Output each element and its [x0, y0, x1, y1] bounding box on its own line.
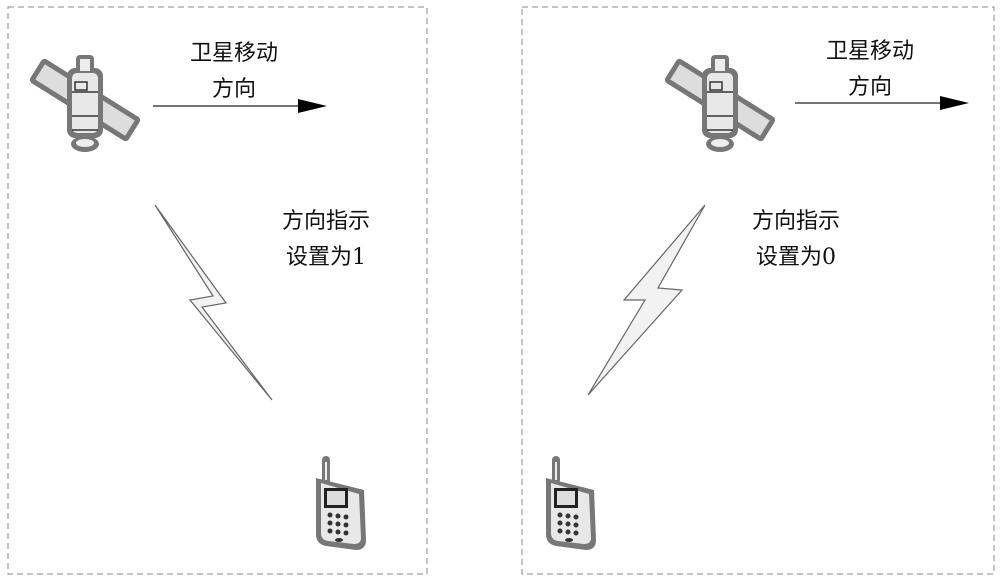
- motion-label-line1: 卫星移动: [189, 41, 279, 66]
- direction-indicator-label: 方向指示 设置为0: [752, 204, 840, 276]
- right-panel-border: [521, 6, 995, 575]
- satellite-icon: [662, 54, 778, 153]
- mobile-phone-icon: [546, 460, 596, 550]
- motion-label-line2: 方向: [847, 75, 893, 100]
- left-panel-border: [7, 6, 428, 575]
- lightning-signal-icon: [154, 204, 273, 401]
- motion-direction-label: 卫星移动 方向: [190, 36, 278, 108]
- motion-direction-label: 卫星移动 方向: [826, 34, 914, 106]
- indicator-label-line1: 方向指示: [281, 209, 371, 234]
- lightning-signal-icon: [587, 204, 706, 396]
- indicator-label-line2: 设置为0: [755, 245, 836, 270]
- arrow-right-icon: [795, 96, 969, 110]
- mobile-phone-icon: [316, 460, 366, 550]
- direction-indicator-label: 方向指示 设置为1: [282, 204, 370, 276]
- indicator-label-line1: 方向指示: [751, 209, 841, 234]
- arrow-right-icon: [153, 99, 327, 113]
- motion-label-line2: 方向: [211, 77, 257, 102]
- motion-label-line1: 卫星移动: [825, 39, 915, 64]
- indicator-label-line2: 设置为1: [285, 245, 366, 270]
- satellite-icon: [27, 54, 143, 153]
